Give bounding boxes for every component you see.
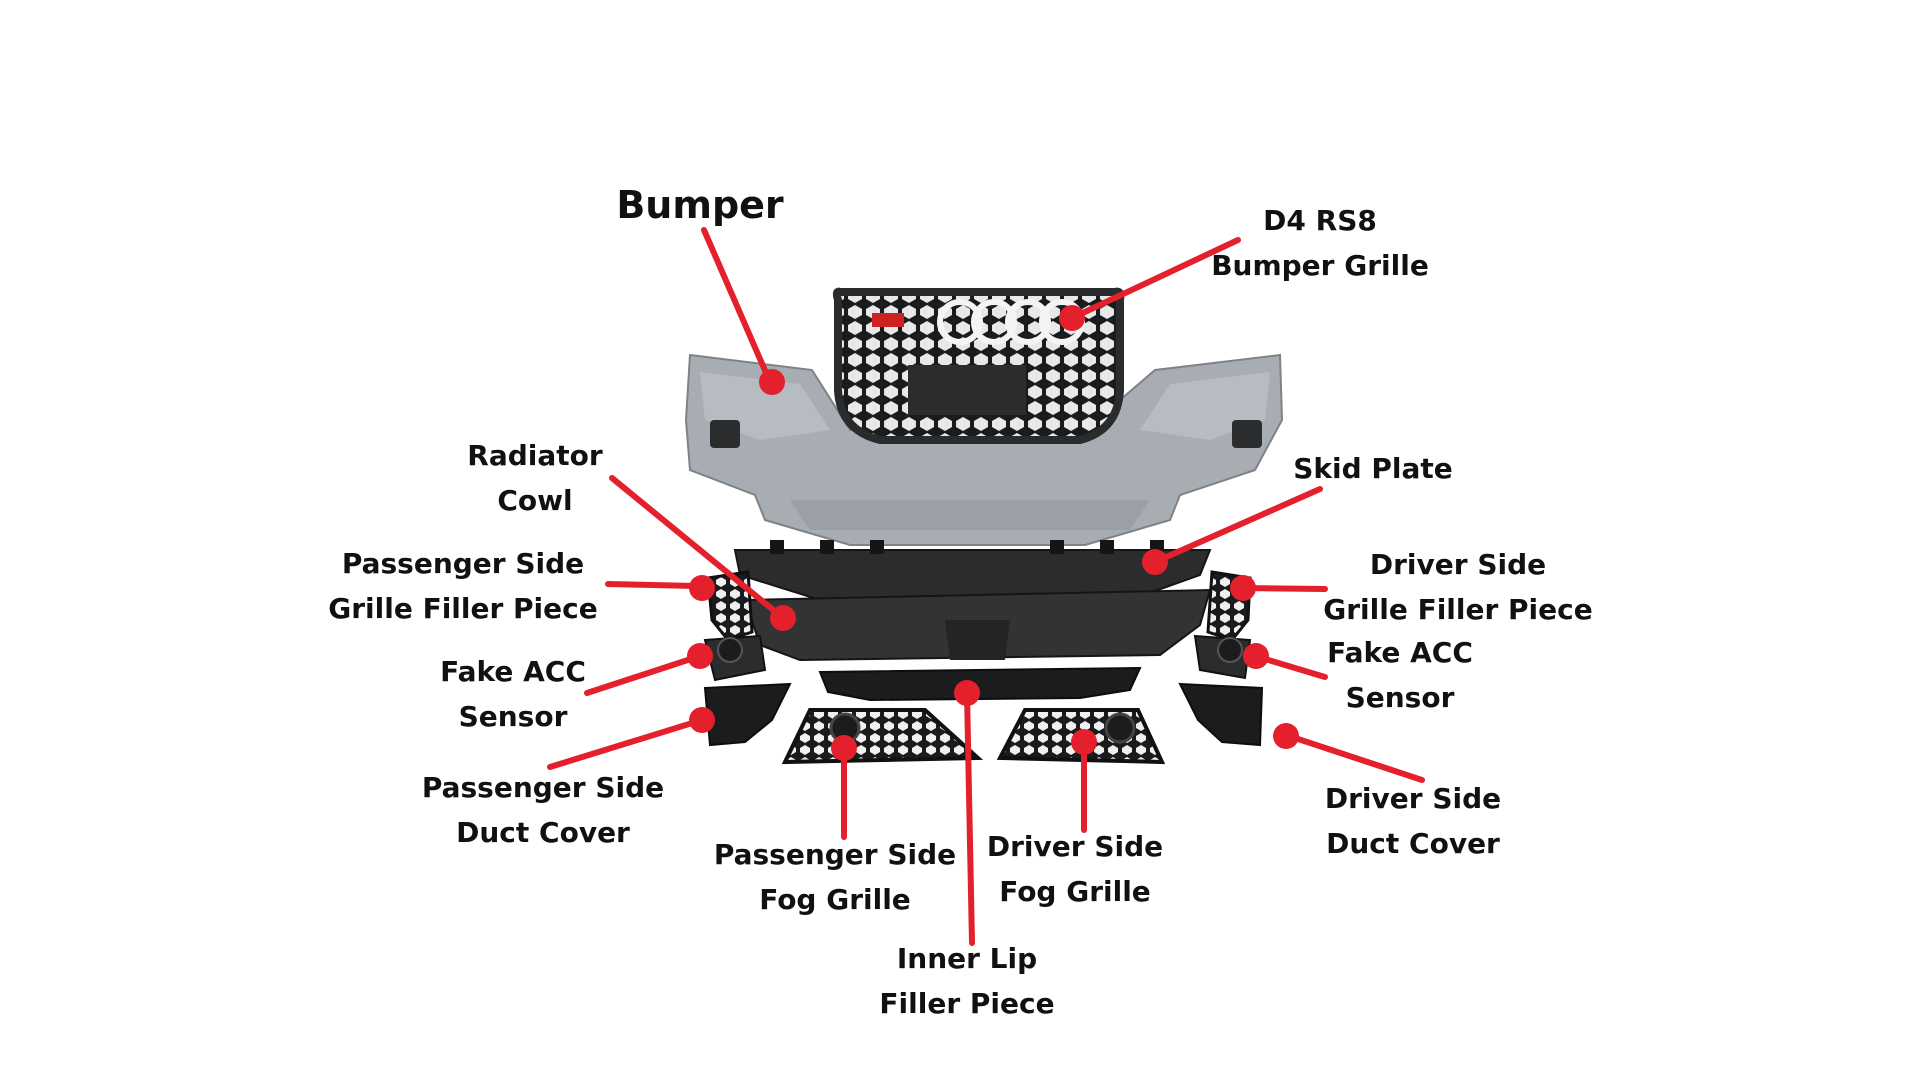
leader-bumper xyxy=(701,227,773,385)
label-passenger-duct-cover: Passenger Side Duct Cover xyxy=(422,765,664,855)
label-driver-duct-cover-line2: Duct Cover xyxy=(1326,827,1500,860)
label-driver-acc-sensor: Fake ACC Sensor xyxy=(1327,630,1473,720)
label-driver-grille-filler-line1: Driver Side xyxy=(1369,548,1547,581)
dot-bumper xyxy=(759,369,785,395)
dot-skid xyxy=(1142,549,1168,575)
label-rs8-grille: D4 RS8 Bumper Grille xyxy=(1211,198,1429,288)
dot-drv-acc xyxy=(1243,643,1269,669)
passenger-grille-filler xyxy=(706,570,754,642)
driver-acc-sensor xyxy=(1193,634,1252,680)
label-passenger-acc-sensor: Fake ACC Sensor xyxy=(440,649,586,739)
passenger-acc-sensor xyxy=(703,634,767,682)
driver-duct-cover xyxy=(1178,682,1264,747)
label-passenger-acc-sensor-line2: Sensor xyxy=(458,700,568,733)
dot-drv-fog xyxy=(1071,729,1097,755)
label-inner-lip-filler-line1: Inner Lip xyxy=(896,942,1038,975)
label-skid-plate-text: Skid Plate xyxy=(1293,452,1453,485)
leader-pass-duct xyxy=(547,717,705,770)
leader-drv-duct xyxy=(1283,732,1425,783)
label-skid-plate: Skid Plate xyxy=(1293,446,1453,491)
label-bumper: Bumper xyxy=(616,180,783,230)
label-rs8-grille-line1: D4 RS8 xyxy=(1263,204,1377,237)
dot-radiator xyxy=(770,605,796,631)
leader-lip xyxy=(964,690,975,946)
leader-pass-acc xyxy=(584,654,700,696)
label-driver-fog-grille: Driver Side Fog Grille xyxy=(987,824,1163,914)
label-driver-acc-sensor-line2: Sensor xyxy=(1345,681,1455,714)
dot-pass-duct xyxy=(689,707,715,733)
dot-pass-acc xyxy=(687,643,713,669)
label-driver-fog-grille-line2: Fog Grille xyxy=(999,875,1151,908)
passenger-fog-grille xyxy=(781,708,984,765)
dot-pass-fog xyxy=(831,735,857,761)
label-driver-acc-sensor-line1: Fake ACC xyxy=(1327,636,1473,669)
leader-grille xyxy=(1069,237,1241,321)
dot-drv-filler xyxy=(1230,575,1256,601)
label-passenger-grille-filler: Passenger Side Grille Filler Piece xyxy=(328,541,598,631)
label-bumper-text: Bumper xyxy=(616,183,784,227)
passenger-duct-cover xyxy=(703,682,792,747)
label-passenger-fog-grille: Passenger Side Fog Grille xyxy=(714,832,956,922)
label-passenger-duct-cover-line1: Passenger Side xyxy=(421,771,665,804)
dot-pass-filler xyxy=(689,575,715,601)
label-passenger-fog-grille-line2: Fog Grille xyxy=(759,883,911,916)
label-passenger-fog-grille-line1: Passenger Side xyxy=(713,838,957,871)
leader-skid xyxy=(1152,486,1323,565)
label-driver-fog-grille-line1: Driver Side xyxy=(986,830,1164,863)
label-driver-grille-filler-line2: Grille Filler Piece xyxy=(1323,593,1593,626)
label-driver-grille-filler: Driver Side Grille Filler Piece xyxy=(1323,542,1593,632)
label-passenger-acc-sensor-line1: Fake ACC xyxy=(440,655,586,688)
leader-radiator xyxy=(609,475,786,621)
radiator-cowl xyxy=(743,588,1212,662)
inner-lip-filler xyxy=(818,666,1142,702)
label-rs8-grille-line2: Bumper Grille xyxy=(1211,249,1429,282)
label-driver-duct-cover: Driver Side Duct Cover xyxy=(1325,776,1501,866)
bumper-cover xyxy=(684,353,1284,546)
leader-pass-filler xyxy=(605,581,700,589)
rs8-grille xyxy=(832,287,1125,444)
dot-drv-duct xyxy=(1273,723,1299,749)
dot-lip xyxy=(954,680,980,706)
label-passenger-grille-filler-line1: Passenger Side xyxy=(341,547,585,580)
leader-drv-filler xyxy=(1241,585,1328,592)
marker-dots xyxy=(687,305,1299,761)
label-passenger-grille-filler-line2: Grille Filler Piece xyxy=(328,592,598,625)
label-radiator-cowl: Radiator Cowl xyxy=(467,433,602,523)
skid-plate xyxy=(733,540,1212,601)
dot-grille xyxy=(1059,305,1085,331)
label-driver-duct-cover-line1: Driver Side xyxy=(1324,782,1502,815)
label-radiator-cowl-line2: Cowl xyxy=(497,484,573,517)
label-inner-lip-filler: Inner Lip Filler Piece xyxy=(879,936,1054,1026)
label-passenger-duct-cover-line2: Duct Cover xyxy=(456,816,630,849)
label-inner-lip-filler-line2: Filler Piece xyxy=(879,987,1055,1020)
leader-lines xyxy=(547,227,1425,946)
label-radiator-cowl-line1: Radiator xyxy=(467,439,603,472)
